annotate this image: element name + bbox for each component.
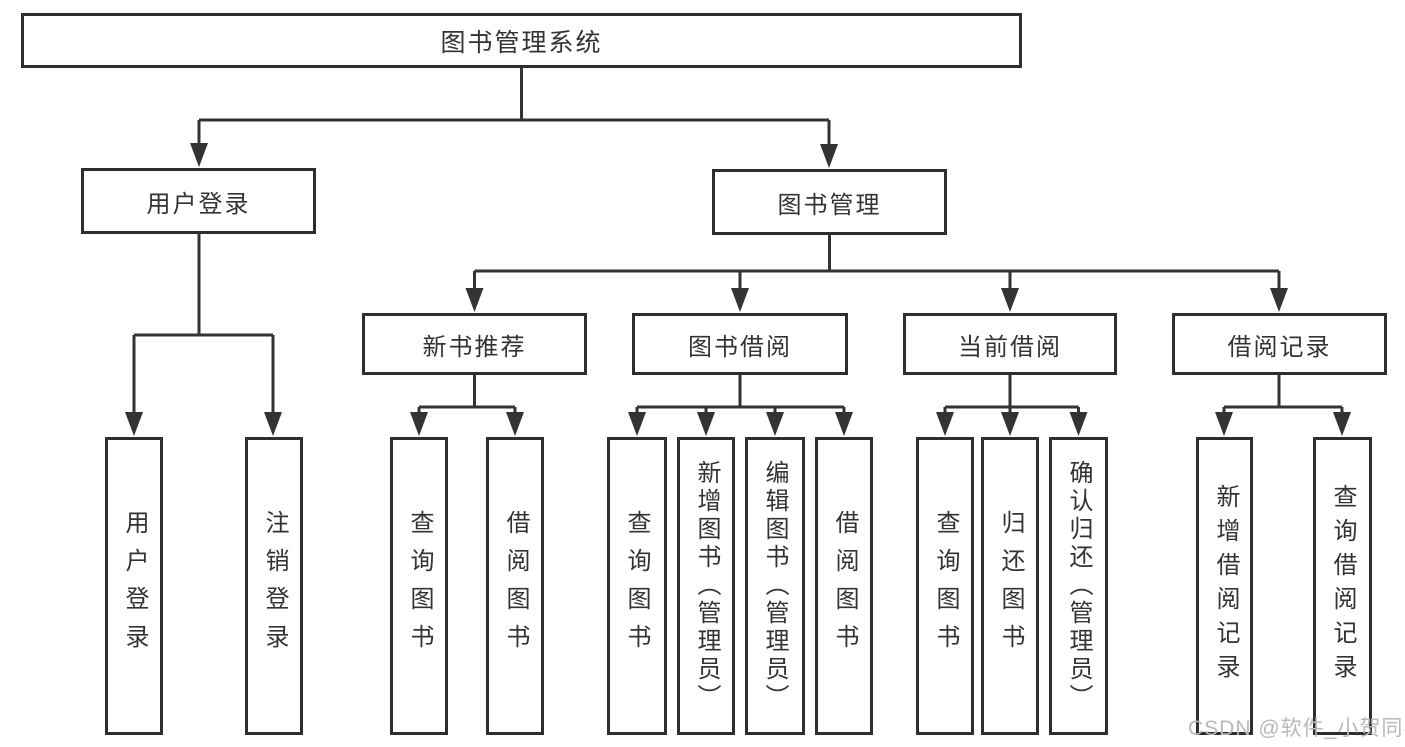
leaf-query-books-recommend: 查询图书 bbox=[390, 437, 448, 735]
leaf-add-borrow-record: 新增借阅记录 bbox=[1196, 437, 1253, 735]
node-current-borrowing: 当前借阅 bbox=[903, 313, 1117, 375]
arrowheads bbox=[125, 143, 1351, 436]
leaf-user-login: 用户登录 bbox=[105, 437, 163, 735]
leaf-return-book: 归还图书 bbox=[981, 437, 1039, 735]
csdn-watermark: CSDN @软件_小贺同学 bbox=[1188, 717, 1405, 740]
node-book-management: 图书管理 bbox=[712, 169, 947, 235]
node-user-login: 用户登录 bbox=[81, 168, 316, 234]
leaf-query-books-current: 查询图书 bbox=[916, 437, 974, 735]
node-borrowing-records: 借阅记录 bbox=[1172, 313, 1387, 375]
node-new-book-recommend: 新书推荐 bbox=[362, 313, 587, 375]
leaf-borrow-books-borrow: 借阅图书 bbox=[815, 437, 873, 735]
node-book-borrowing: 图书借阅 bbox=[632, 313, 848, 375]
leaf-query-borrow-record: 查询借阅记录 bbox=[1313, 437, 1372, 735]
leaf-query-books-borrow: 查询图书 bbox=[607, 437, 667, 735]
leaf-borrow-books-recommend: 借阅图书 bbox=[486, 437, 544, 735]
leaf-logout: 注销登录 bbox=[245, 437, 303, 735]
leaf-add-book-admin: 新增图书（管理员） bbox=[677, 437, 735, 735]
leaf-edit-book-admin: 编辑图书（管理员） bbox=[745, 437, 805, 735]
leaf-confirm-return-admin: 确认归还（管理员） bbox=[1049, 437, 1108, 735]
node-root-system: 图书管理系统 bbox=[21, 13, 1022, 68]
